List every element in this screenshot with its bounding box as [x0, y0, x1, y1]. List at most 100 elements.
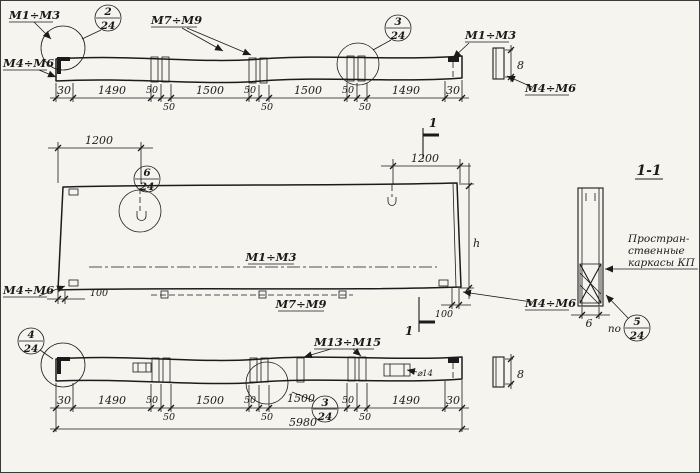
corner-plate	[68, 279, 79, 287]
dim-label: 1500	[196, 394, 224, 407]
callout-den: 24	[139, 181, 155, 193]
channel-embed	[383, 363, 411, 377]
callout-leader	[39, 349, 54, 360]
section-cut-mark-top: 1	[422, 116, 439, 159]
end-section-sketch: 8	[492, 354, 524, 389]
dim-label: 1490	[98, 84, 126, 97]
stirrup-mark	[160, 290, 169, 299]
dim-ticks	[448, 301, 463, 309]
dim-ticks	[507, 355, 515, 388]
leader	[181, 27, 224, 52]
detail-circle	[40, 25, 86, 71]
callout-num: 6	[143, 167, 151, 179]
section-inner-walls	[581, 188, 600, 306]
leader	[452, 42, 470, 59]
callout-circle	[17, 327, 45, 355]
dim-label: 1490	[392, 394, 420, 407]
callout-num: 3	[394, 16, 401, 28]
callout-6-24: 6 24	[133, 165, 161, 193]
callout-3-24: 3 24	[291, 391, 339, 423]
dim-label: 100	[435, 309, 453, 320]
embed-dia-label: ⌀14	[417, 369, 433, 379]
section-top-anchors	[585, 193, 596, 201]
dim-label: 50	[359, 102, 371, 113]
witness-lines	[57, 291, 66, 304]
beam-outline	[55, 356, 463, 385]
detail-circle	[336, 42, 380, 86]
dim-label: 8	[517, 59, 524, 72]
callout-den: 24	[23, 343, 39, 355]
callout-5-24: 5 24	[605, 294, 651, 342]
label-m1-m3: М1÷М3	[8, 8, 60, 22]
leader	[462, 289, 533, 303]
corner-plate	[438, 279, 449, 287]
leader	[38, 285, 66, 297]
callout-den: 24	[317, 411, 333, 423]
note-line: Простран-	[627, 233, 690, 245]
dim-label: 1500	[294, 84, 322, 97]
embed-plate-detail	[137, 363, 147, 372]
dim-label: 1200	[85, 134, 113, 147]
dim-label: 30	[57, 394, 71, 407]
dim-label: 50	[163, 102, 175, 113]
callout-den: 24	[100, 20, 116, 32]
leader	[352, 348, 362, 357]
label-m4-m6: М4÷М6	[524, 296, 576, 310]
callout-circle	[623, 314, 651, 342]
callout-circle	[311, 395, 339, 423]
dim-ticks	[52, 425, 466, 433]
beam-outline	[55, 55, 463, 84]
dim-label: 1490	[98, 394, 126, 407]
section-outline	[577, 187, 604, 307]
dim-label: 50	[342, 85, 354, 96]
dim-label-h: h	[473, 237, 480, 250]
dim-label: 100	[90, 288, 108, 299]
dim-label: 50	[163, 412, 175, 423]
dim-label: 8	[517, 368, 524, 381]
leader	[406, 368, 418, 376]
dim-label: 50	[261, 102, 273, 113]
dim-ticks	[507, 46, 515, 81]
bottom-elevation-view: 4 24 3 24 М13÷М15 ⌀14 8 30 1490 50 50 15…	[17, 327, 524, 433]
callout-leader	[372, 39, 392, 51]
witness-lines	[55, 80, 463, 102]
embed-plate	[132, 362, 152, 373]
label-m7-m9: М7÷М9	[150, 13, 202, 27]
label-m4-m6: М4÷М6	[524, 81, 576, 95]
label-m4-m6: М4÷М6	[2, 283, 54, 297]
dim-label: 30	[446, 84, 460, 97]
dim-ticks	[578, 311, 603, 319]
callout-3-24: 3 24	[372, 14, 412, 51]
edge-inner-line	[452, 183, 457, 288]
leader	[38, 69, 57, 78]
dim-ticks	[389, 162, 464, 170]
dim-label: 1490	[392, 84, 420, 97]
callout-4-24: 4 24	[17, 327, 54, 360]
callout-num: 5	[633, 316, 640, 328]
cage-block	[579, 263, 602, 304]
note-line: ственные	[628, 245, 685, 257]
callout-circle	[133, 165, 161, 193]
dim-label: 50	[359, 412, 371, 423]
note-line: каркасы КП	[628, 257, 696, 269]
label-m4-m6: М4÷М6	[2, 56, 54, 70]
end-section-outline	[492, 356, 505, 388]
witness-lines	[581, 307, 600, 319]
section-mark-label: 1	[429, 116, 437, 130]
witness-lines	[392, 159, 461, 184]
dim-ticks	[54, 295, 69, 303]
panel-outline	[57, 182, 462, 291]
dim-label: 50	[146, 85, 158, 96]
section-mark-label: 1	[405, 324, 413, 338]
callout-leader	[605, 294, 629, 319]
dim-label: 1500	[196, 84, 224, 97]
leader	[303, 348, 332, 359]
label-m13-m15: М13÷М15	[313, 335, 381, 349]
callout-den: 24	[629, 330, 645, 342]
label-m1-m3: М1÷М3	[464, 28, 516, 42]
stirrup-mark	[338, 290, 347, 299]
top-elevation-view: 2 24 3 24 М1÷М3 М7÷М9 М1÷М3 М4÷М6 М4÷М6 …	[2, 4, 576, 113]
dim-label: 30	[57, 84, 71, 97]
dim-label: 50	[146, 395, 158, 406]
corner-angle-embed	[57, 357, 70, 374]
